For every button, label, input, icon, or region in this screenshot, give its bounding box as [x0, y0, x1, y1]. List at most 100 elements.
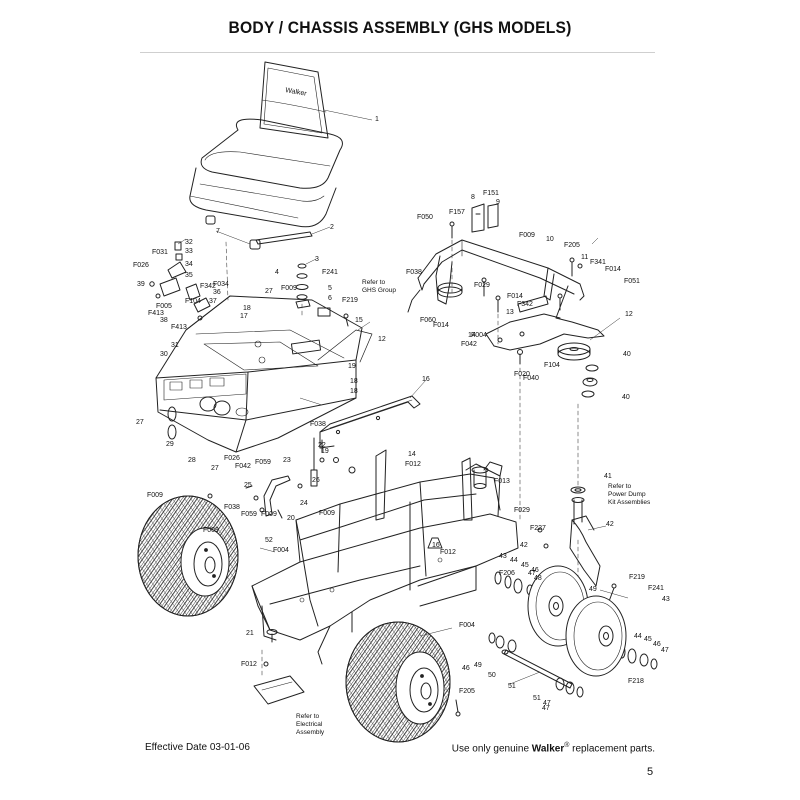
page-number: 5 — [647, 766, 654, 778]
part-callout-label: 29 — [166, 441, 174, 448]
footer-prefix: Use only genuine — [451, 743, 532, 755]
part-callout-label: F009 — [281, 285, 297, 292]
part-callout-label: F029 — [514, 507, 530, 514]
part-callout-label: F059 — [255, 459, 271, 466]
part-callout-label: F413 — [171, 324, 187, 331]
part-callout-label: 7 — [216, 228, 220, 235]
part-callout-label: 8 — [471, 194, 475, 201]
part-callout-label: 19 — [321, 448, 329, 455]
part-callout-label: 41 — [604, 473, 612, 480]
rear-left-tire-part — [137, 495, 239, 617]
part-callout-label: 45 — [521, 562, 529, 569]
part-callout-label: F241 — [648, 585, 664, 592]
part-callout-label: 1 — [375, 116, 379, 123]
part-callout-label: 46 — [531, 567, 539, 574]
part-callout-label: 45 — [644, 636, 652, 643]
part-callout-label: 25 — [244, 482, 252, 489]
part-callout-label: F020 — [514, 371, 530, 378]
part-callout-label: F026 — [224, 455, 240, 462]
part-callout-label: 11 — [581, 254, 588, 261]
part-callout-label: 9 — [496, 199, 500, 206]
seat-part — [189, 61, 343, 228]
part-callout-label: F009 — [261, 511, 277, 518]
chassis-frame-part — [251, 449, 519, 665]
part-callout-label: 44 — [634, 633, 642, 640]
part-callout-label: 18 — [350, 378, 358, 385]
part-callout-label: 37 — [209, 298, 217, 305]
part-callout-label: F038 — [224, 504, 240, 511]
footer-notice: Use only genuine Walker® replacement par… — [452, 742, 655, 754]
note-electrical: Refer to Electrical Assembly — [296, 713, 325, 736]
note-ghs-group: Refer to GHS Group — [362, 279, 396, 294]
part-callout-label: F038 — [310, 421, 326, 428]
part-callout-label: 20 — [287, 515, 295, 522]
part-callout-label: 28 — [188, 457, 196, 464]
part-callout-label: F050 — [417, 214, 433, 221]
part-callout-label: 47 — [543, 700, 551, 707]
part-callout-label: 43 — [662, 596, 670, 603]
part-callout-label: 5 — [328, 285, 332, 292]
part-callout-label: 39 — [137, 281, 145, 288]
part-callout-label: F038 — [406, 269, 422, 276]
seat-logo: Walker — [285, 87, 308, 98]
part-callout-label: 38 — [160, 317, 168, 324]
part-callout-label: 10 — [546, 236, 554, 243]
part-callout-label: 26 — [312, 477, 320, 484]
part-callout-label: F034 — [213, 281, 229, 288]
ghs-frame-part — [407, 239, 605, 351]
part-callout-label: 4 — [275, 269, 279, 276]
part-callout-label: F009 — [519, 232, 535, 239]
part-callout-label: F205 — [459, 688, 475, 695]
part-callout-label: 42 — [520, 542, 528, 549]
part-callout-label: 19 — [348, 363, 356, 370]
part-callout-label: 46 — [462, 665, 470, 672]
part-callout-label: F031 — [152, 249, 168, 256]
note-line: Kit Assemblies — [608, 499, 651, 506]
footer-brand: Walker — [531, 743, 565, 755]
part-callout-label: F051 — [624, 278, 640, 285]
part-callout-label: F004 — [273, 547, 289, 554]
part-callout-label: 50 — [488, 672, 496, 679]
part-callout-label: F029 — [474, 282, 490, 289]
page-title: BODY / CHASSIS ASSEMBLY (GHS MODELS) — [228, 18, 572, 37]
part-callout-label: 32 — [185, 239, 193, 246]
part-callout-label: 24 — [300, 500, 308, 507]
part-callout-label: F241 — [322, 269, 338, 276]
part-callout-label: 14 — [408, 451, 416, 458]
title-divider — [140, 52, 655, 53]
note-power-dump: Refer to Power Dump Kit Assemblies — [608, 483, 651, 506]
part-callout-label: F206 — [499, 570, 515, 577]
part-callout-label: 17 — [240, 313, 248, 320]
part-callout-label: F151 — [483, 190, 499, 197]
part-callout-label: F009 — [147, 492, 163, 499]
part-callout-label: F009 — [203, 527, 219, 534]
part-callout-label: 33 — [185, 248, 193, 255]
part-callout-label: F104 — [185, 298, 201, 305]
part-callout-label: 3 — [315, 256, 319, 263]
part-callout-label: F026 — [133, 262, 149, 269]
part-callout-label: 21 — [246, 630, 254, 637]
part-callout-label: 47 — [542, 705, 550, 712]
part-callout-label: 40 — [623, 351, 631, 358]
part-callout-label: F012 — [405, 461, 421, 468]
part-callout-label: F004 — [471, 332, 487, 339]
part-callout-label: 36 — [213, 289, 221, 296]
part-callout-label: F218 — [628, 678, 644, 685]
part-callout-label: 51 — [533, 695, 541, 702]
part-callout-label: 14 — [468, 332, 476, 339]
part-callout-label: 42 — [606, 521, 614, 528]
part-callout-label: 16 — [432, 542, 440, 549]
part-callout-label: 44 — [510, 557, 518, 564]
part-callout-label: 13 — [506, 309, 514, 316]
part-callout-label: F157 — [449, 209, 465, 216]
part-callout-label: 46 — [653, 641, 661, 648]
part-callout-label: 16 — [422, 376, 430, 383]
part-callout-label: 18 — [243, 305, 251, 312]
part-callout-label: F012 — [241, 661, 257, 668]
note-line: Refer to — [296, 713, 320, 720]
part-callout-label: F042 — [235, 463, 251, 470]
note-line: Refer to — [362, 279, 386, 286]
note-line: Refer to — [608, 483, 632, 490]
part-callout-label: F014 — [507, 293, 523, 300]
